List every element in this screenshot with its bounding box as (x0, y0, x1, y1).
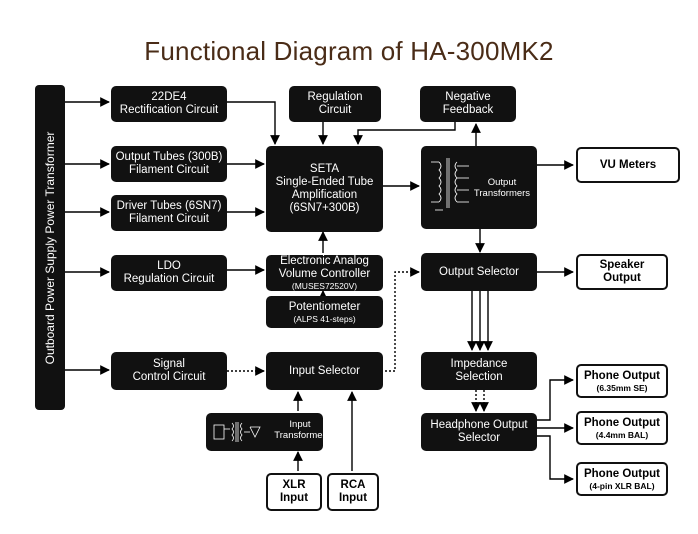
negative-feedback-line2: Feedback (442, 104, 494, 116)
rectification-line2: Rectification Circuit (119, 104, 219, 116)
speaker-output-box: Speaker Output (576, 254, 668, 290)
output-tubes-line1: Output Tubes (300B) (115, 151, 223, 163)
potentiometer-line1: Potentiometer (288, 300, 361, 313)
xlr-input-line2: Input (279, 492, 309, 504)
speaker-output-line2: Output (603, 272, 641, 284)
phone-44-line2: (4.4mm BAL) (595, 429, 649, 440)
impedance-line1: Impedance (450, 358, 508, 370)
speaker-output-line1: Speaker (599, 259, 645, 271)
output-selector-box: Output Selector (421, 253, 537, 291)
seta-line4: (6SN7+300B) (289, 202, 360, 214)
phone-se-line2: (6.35mm SE) (596, 382, 648, 393)
input-transformer-label: Input Transformer (274, 419, 326, 441)
input-transformer-schematic-icon (213, 422, 261, 442)
volume-line2: Volume Controller (278, 268, 371, 280)
rca-input-box: RCA Input (327, 473, 379, 511)
potentiometer-box: Potentiometer (ALPS 41-steps) (266, 296, 383, 328)
output-transformers-line1: Output (487, 177, 517, 188)
output-transformer-schematic-icon (431, 158, 469, 211)
phone-output-xlr-box: Phone Output (4-pin XLR BAL) (576, 462, 668, 496)
ldo-line2: Regulation Circuit (123, 273, 215, 285)
seta-amplification-box: SETA Single-Ended Tube Amplification (6S… (266, 146, 383, 232)
headphone-selector-line2: Selector (457, 432, 501, 444)
ldo-line1: LDO (157, 260, 181, 272)
diagram-title: Functional Diagram of HA-300MK2 (144, 36, 554, 66)
regulation-line2: Circuit (318, 104, 352, 116)
volume-line1: Electronic Analog (280, 255, 369, 267)
vu-meters-label: VU Meters (599, 158, 657, 171)
signal-control-box: Signal Control Circuit (111, 352, 227, 390)
signal-control-line1: Signal (153, 358, 185, 370)
phone-output-44-box: Phone Output (4.4mm BAL) (576, 411, 668, 445)
driver-tubes-line2: Filament Circuit (129, 213, 209, 225)
headphone-selector-line1: Headphone Output (430, 419, 528, 431)
output-transformers-line2: Transformers (473, 188, 531, 199)
phone-xlr-line1: Phone Output (583, 467, 660, 480)
seta-line1: SETA (309, 163, 340, 175)
phone-se-line1: Phone Output (583, 369, 660, 382)
signal-control-line2: Control Circuit (132, 371, 206, 383)
regulation-circuit-box: Regulation Circuit (289, 86, 381, 122)
output-tubes-line2: Filament Circuit (129, 164, 209, 176)
regulation-line1: Regulation (307, 91, 363, 103)
negative-feedback-box: Negative Feedback (420, 86, 516, 122)
output-tubes-box: Output Tubes (300B) Filament Circuit (111, 146, 227, 182)
input-transformer-line2: Transformer (274, 430, 326, 441)
phone-xlr-line2: (4-pin XLR BAL) (589, 480, 655, 491)
input-selector-label: Input Selector (289, 364, 360, 377)
ldo-regulation-box: LDO Regulation Circuit (111, 255, 227, 291)
phone-output-se-box: Phone Output (6.35mm SE) (576, 364, 668, 398)
negative-feedback-line1: Negative (445, 91, 491, 103)
rectification-line1: 22DE4 (151, 91, 187, 103)
input-transformer-box: Input Transformer (206, 413, 326, 451)
xlr-input-line1: XLR (282, 479, 306, 491)
potentiometer-line2: (ALPS 41-steps) (293, 313, 356, 324)
seta-line2: Single-Ended Tube (275, 176, 374, 188)
volume-controller-box: Electronic Analog Volume Controller (MUS… (266, 255, 383, 291)
seta-line3: Amplification (291, 189, 358, 201)
xlr-input-box: XLR Input (266, 473, 322, 511)
output-selector-label: Output Selector (439, 265, 519, 278)
output-transformers-label: Output Transformers (467, 177, 537, 199)
input-selector-box: Input Selector (266, 352, 383, 390)
impedance-line2: Selection (455, 371, 503, 383)
rectification-circuit-box: 22DE4 Rectification Circuit (111, 86, 227, 122)
rca-input-line1: RCA (340, 479, 366, 491)
driver-tubes-line1: Driver Tubes (6SN7) (116, 200, 222, 212)
impedance-selection-box: Impedance Selection (421, 352, 537, 390)
phone-44-line1: Phone Output (583, 416, 660, 429)
headphone-output-selector-box: Headphone Output Selector (421, 413, 537, 451)
output-transformers-box: Output Transformers (421, 146, 537, 229)
power-transformer-bar: Outboard Power Supply Power Transformer (35, 85, 65, 410)
input-transformer-line1: Input (289, 419, 311, 430)
power-transformer-label: Outboard Power Supply Power Transformer (43, 131, 57, 364)
vu-meters-box: VU Meters (576, 147, 680, 183)
driver-tubes-box: Driver Tubes (6SN7) Filament Circuit (111, 195, 227, 231)
rca-input-line2: Input (338, 492, 368, 504)
volume-line3: (MUSES72520V) (291, 281, 358, 291)
